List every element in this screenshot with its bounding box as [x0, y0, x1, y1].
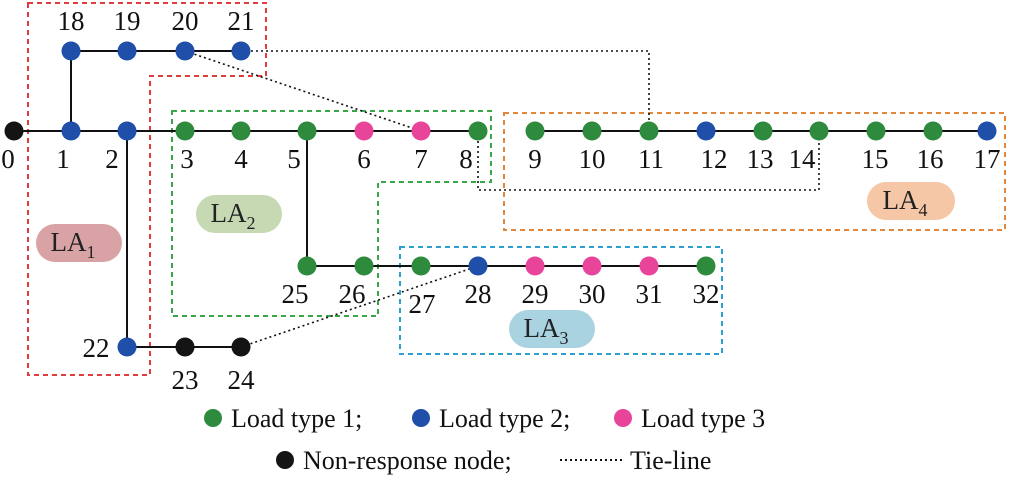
node-label-29: 29	[522, 279, 549, 309]
legend-non-response-label: Non-response node;	[303, 446, 512, 475]
node-10	[582, 121, 602, 141]
node-label-17: 17	[974, 144, 1001, 174]
node-label-25: 25	[282, 279, 309, 309]
node-label-1: 1	[56, 144, 70, 174]
node-5	[297, 121, 317, 141]
legend-load-type-3-label: Load type 3	[641, 404, 765, 433]
node-label-7: 7	[414, 144, 428, 174]
node-30	[582, 256, 602, 276]
node-12	[696, 121, 716, 141]
la3-badge	[509, 310, 595, 348]
node-label-21: 21	[228, 6, 255, 36]
node-label-6: 6	[357, 144, 371, 174]
load-area-boxes	[27, 2, 1006, 376]
la4-boundary	[503, 112, 1006, 231]
node-26	[354, 256, 374, 276]
node-label-23: 23	[172, 365, 199, 395]
node-16	[923, 121, 943, 141]
node-2	[117, 121, 137, 141]
node-label-18: 18	[58, 6, 85, 36]
legend-load-type-1-label: Load type 1;	[231, 404, 362, 433]
node-label-12: 12	[701, 144, 728, 174]
node-label-3: 3	[180, 144, 194, 174]
node-label-22: 22	[83, 333, 110, 363]
node-15	[866, 121, 886, 141]
node-label-19: 19	[114, 6, 141, 36]
la1-subscript: 1	[87, 242, 96, 262]
node-13	[753, 121, 773, 141]
tie-lines	[184, 50, 820, 348]
legend: Load type 1; Load type 2; Load type 3 No…	[204, 404, 765, 475]
node-25	[297, 256, 317, 276]
node-21	[231, 41, 251, 61]
node-7	[411, 121, 431, 141]
la4-badge	[867, 182, 955, 220]
node-6	[354, 121, 374, 141]
node-label-20: 20	[172, 6, 199, 36]
node-label-28: 28	[465, 279, 492, 309]
node-label-24: 24	[228, 365, 256, 395]
node-label-27: 27	[409, 289, 436, 319]
node-24	[231, 337, 251, 357]
node-8	[468, 121, 488, 141]
la3-subscript: 3	[560, 328, 569, 348]
la3-boundary	[399, 246, 723, 355]
la1-badge	[36, 224, 122, 262]
node-label-15: 15	[862, 144, 889, 174]
node-29	[525, 256, 545, 276]
node-label-10: 10	[579, 144, 606, 174]
legend-load-type-1-dot	[204, 409, 222, 427]
node-label-11: 11	[638, 144, 664, 174]
node-32	[696, 256, 716, 276]
la2-subscript: 2	[247, 213, 256, 233]
node-label-8: 8	[459, 144, 473, 174]
la2-badge	[196, 195, 282, 233]
tie-line-21-11	[241, 50, 650, 131]
legend-non-response-dot	[276, 451, 294, 469]
node-label-9: 9	[528, 144, 542, 174]
legend-load-type-2-label: Load type 2;	[439, 404, 570, 433]
node-9	[525, 121, 545, 141]
node-label-13: 13	[747, 144, 774, 174]
node-3	[175, 121, 195, 141]
node-19	[117, 41, 137, 61]
node-label-31: 31	[636, 279, 663, 309]
la4-subscript: 4	[919, 200, 928, 220]
node-4	[231, 121, 251, 141]
bus-nodes	[4, 41, 997, 357]
node-23	[175, 337, 195, 357]
node-18	[61, 41, 81, 61]
tie-line-24-28	[240, 265, 479, 348]
node-31	[639, 256, 659, 276]
node-17	[977, 121, 997, 141]
tie-line-20-7	[184, 50, 422, 132]
la2-boundary	[171, 110, 492, 317]
node-label-16: 16	[917, 144, 944, 174]
node-label-14: 14	[789, 144, 817, 174]
node-label-32: 32	[693, 279, 720, 309]
node-14	[809, 121, 829, 141]
node-label-30: 30	[579, 279, 606, 309]
node-11	[639, 121, 659, 141]
legend-tie-line-label: Tie-line	[630, 446, 711, 475]
la1-boundary	[27, 2, 267, 376]
node-0	[4, 121, 24, 141]
node-22	[117, 337, 137, 357]
node-label-4: 4	[234, 144, 248, 174]
node-28	[468, 256, 488, 276]
legend-load-type-2-dot	[412, 409, 430, 427]
feeder-lines	[14, 50, 987, 348]
node-label-26: 26	[339, 279, 366, 309]
legend-load-type-3-dot	[614, 409, 632, 427]
node-20	[175, 41, 195, 61]
node-27	[411, 256, 431, 276]
node-1	[61, 121, 81, 141]
node-label-2: 2	[105, 144, 119, 174]
node-label-5: 5	[287, 144, 301, 174]
node-label-0: 0	[1, 144, 15, 174]
